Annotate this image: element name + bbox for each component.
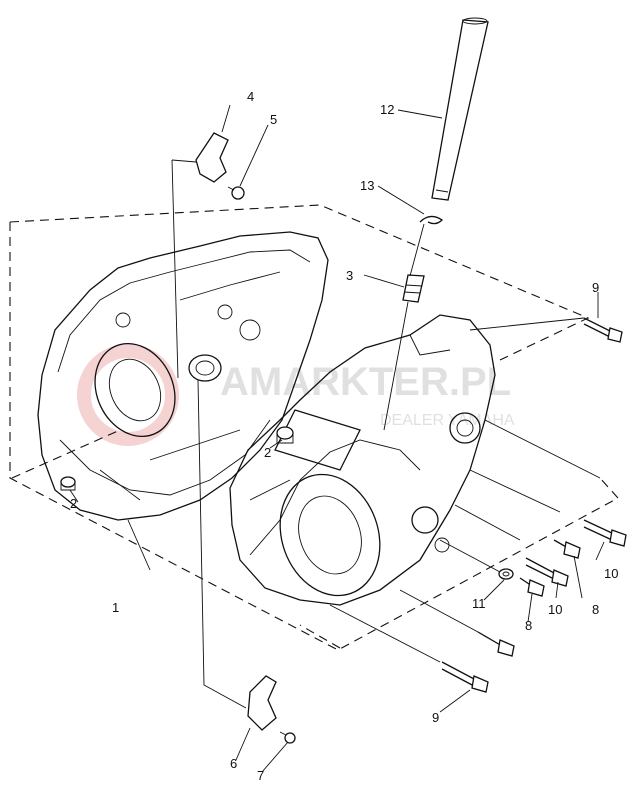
label-part-9-lower: 9	[432, 710, 439, 725]
bolt-long-lower	[477, 631, 515, 657]
bolt-9-upper	[583, 317, 623, 343]
label-part-7: 7	[257, 768, 264, 783]
washer	[498, 568, 514, 580]
left-crankcase	[37, 231, 329, 521]
label-part-8-middle: 8	[525, 618, 532, 633]
leader-lines	[69, 104, 605, 773]
label-part-8-right: 8	[592, 602, 599, 617]
label-part-11: 11	[472, 596, 486, 611]
screw-lower	[279, 731, 296, 744]
part-labels: 1 2 2 3 4 5 6 7 8 8 9 9 10 10 11 12 13	[70, 89, 618, 783]
label-part-2-lower: 2	[70, 496, 77, 511]
label-part-4: 4	[247, 89, 254, 104]
watermark-logo-icon	[77, 344, 179, 446]
label-part-5: 5	[270, 112, 277, 127]
stopper-plate-upper	[195, 132, 229, 183]
label-part-6: 6	[230, 756, 237, 771]
screw-upper	[227, 186, 245, 200]
collar	[402, 274, 425, 303]
label-part-2-upper: 2	[264, 445, 271, 460]
stopper-plate-lower	[247, 675, 277, 731]
label-part-1: 1	[112, 600, 119, 615]
clip	[419, 215, 444, 225]
right-crankcase	[229, 314, 496, 606]
bolt-8-middle	[519, 577, 545, 597]
label-part-10-middle: 10	[548, 602, 562, 617]
label-part-13: 13	[360, 178, 374, 193]
dowel-pin-upper	[276, 426, 294, 444]
watermark-tagline: DEALER YAMAHA	[380, 412, 515, 429]
label-part-12: 12	[380, 102, 394, 117]
assembly-outline	[9, 204, 619, 651]
watermark-brand: AMARKTER.PL	[220, 360, 511, 404]
bolt-9-lower	[441, 661, 489, 693]
bolt-10-middle	[525, 557, 569, 587]
bolt-8-right	[553, 539, 581, 559]
watermark: AMARKTER.PL DEALER YAMAHA	[77, 344, 515, 446]
dowel-pin-lower	[60, 476, 76, 491]
label-part-3: 3	[346, 268, 353, 283]
label-part-10-right: 10	[604, 566, 618, 581]
oil-pipe	[431, 17, 489, 201]
label-part-9-upper: 9	[592, 280, 599, 295]
bolt-10-right	[583, 519, 627, 547]
